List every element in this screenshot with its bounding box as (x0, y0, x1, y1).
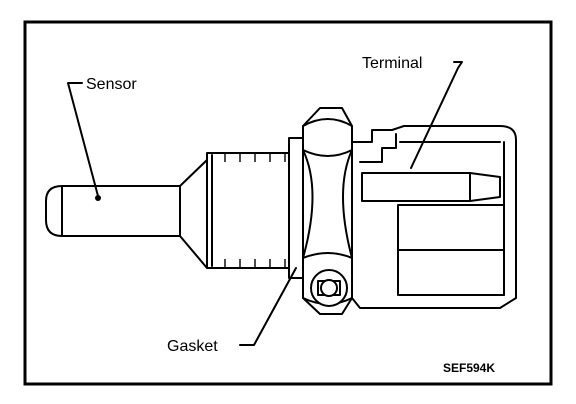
threaded-body (206, 152, 291, 269)
figure-code: SEF594K (443, 361, 495, 375)
connector-housing (351, 125, 517, 309)
terminal-leader-line (410, 61, 463, 169)
gasket-leader-line (239, 267, 297, 346)
sensor-label: Sensor (86, 76, 137, 93)
gasket-label: Gasket (167, 338, 218, 355)
sensor-leader-line (67, 82, 99, 197)
sensor-taper (179, 159, 208, 269)
diagram-frame (23, 20, 553, 386)
sensor-probe (45, 185, 181, 237)
terminal-label: Terminal (362, 55, 422, 72)
gasket-ring (288, 137, 304, 279)
terminal-pin (361, 172, 501, 202)
hex-nut (302, 107, 353, 315)
